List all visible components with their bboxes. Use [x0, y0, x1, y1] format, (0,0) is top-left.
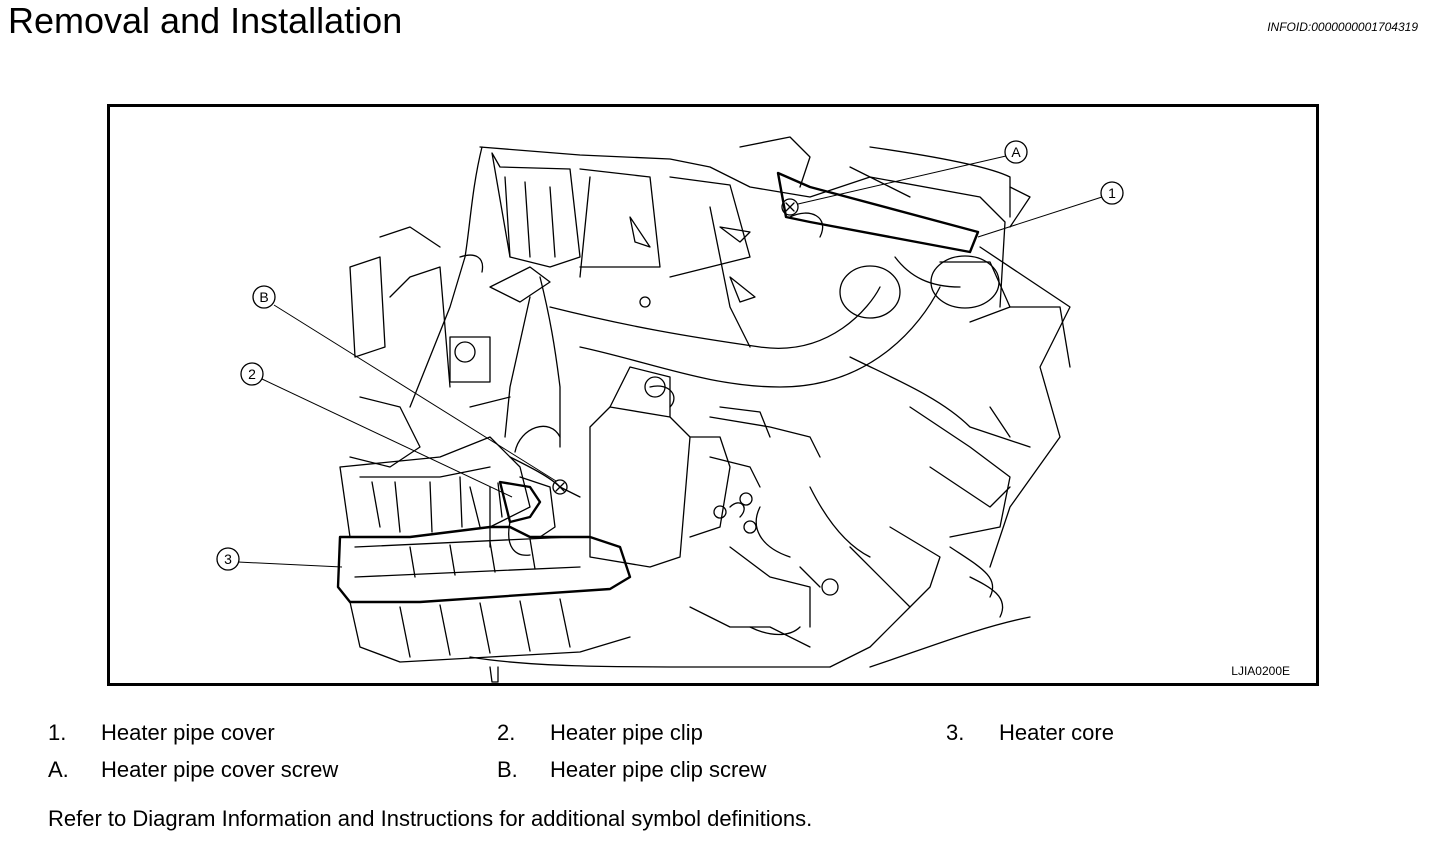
callout-a: A — [1011, 144, 1021, 160]
legend-key: A. — [48, 757, 69, 782]
figure-code: LJIA0200E — [1231, 664, 1290, 678]
legend-label: Heater pipe cover screw — [101, 757, 339, 782]
legend-label: Heater pipe cover — [101, 720, 275, 745]
legend-label: Heater core — [999, 720, 1114, 745]
legend-key: B. — [497, 757, 518, 782]
legend-key: 1. — [48, 720, 67, 745]
legend-label: Heater pipe clip — [550, 720, 703, 745]
legend-key: 3. — [946, 720, 965, 745]
callout-b: B — [259, 289, 268, 305]
legend-key: 2. — [497, 720, 516, 745]
callout-1: 1 — [1108, 185, 1116, 201]
page-title: Removal and Installation — [8, 0, 403, 41]
legend-label: Heater pipe clip screw — [550, 757, 767, 782]
callout-3: 3 — [224, 551, 232, 567]
heater-core-illustration: A 1 B 2 3 LJIA0200E — [107, 104, 1319, 686]
symbol-note: Refer to Diagram Information and Instruc… — [48, 806, 813, 831]
illustration-drawing: A 1 B 2 3 — [216, 136, 1124, 683]
info-id: INFOID:0000000001704319 — [1267, 20, 1418, 34]
callout-2: 2 — [248, 366, 256, 382]
